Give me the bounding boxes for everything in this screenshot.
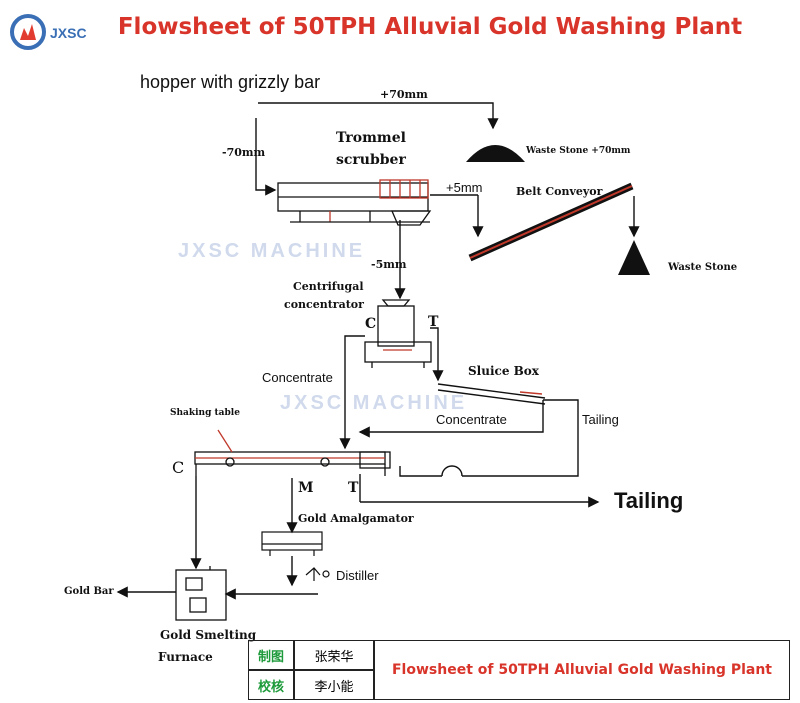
gold-smelting-furnace-drawing <box>175 566 227 621</box>
label-concentrator: concentrator <box>284 298 364 311</box>
label-minus5: -5mm <box>371 258 407 271</box>
title-block-cell-name-1: 张荣华 <box>294 640 374 670</box>
label-centrifugal: Centrifugal <box>293 280 364 293</box>
label-furnace: Furnace <box>158 650 213 664</box>
logo-text: JXSC <box>50 25 87 41</box>
label-concentrate-left: Concentrate <box>262 370 333 385</box>
flow-line-sluice-tailing <box>462 399 579 477</box>
title-block-drawn-label: 制图 <box>257 648 284 664</box>
label-hopper: hopper with grizzly bar <box>140 72 321 92</box>
logo-flame-icon <box>20 24 36 40</box>
gold-amalgamator-drawing <box>261 531 323 556</box>
watermark-1: JXSC MACHINE <box>178 240 366 262</box>
flow-line-t-to-sluice <box>430 327 444 382</box>
title-block-cell-name-2: 李小能 <box>294 670 374 700</box>
title-block-cell-title: Flowsheet of 50TPH Alluvial Gold Washing… <box>374 640 790 700</box>
shaking-table-drawing <box>194 429 391 476</box>
label-table-c: C <box>172 458 185 477</box>
label-distiller: Distiller <box>336 568 379 583</box>
title-block-cell-label-2: 校核 <box>248 670 294 700</box>
flow-line-plus70 <box>258 102 499 130</box>
title-block: 制图 张荣华 校核 李小能 Flowsheet of 50TPH Alluvia… <box>248 640 790 700</box>
trommel-scrubber-drawing <box>277 179 432 226</box>
label-trommel: Trommel <box>336 130 406 146</box>
waste-pile-plus70 <box>466 145 525 162</box>
label-gold-smelting: Gold Smelting <box>160 628 257 642</box>
title-block-drawn-name: 张荣华 <box>314 648 354 664</box>
label-waste-stone-70: Waste Stone +70mm <box>526 146 631 156</box>
label-centrifugal-c: C <box>365 316 377 332</box>
sluice-box-drawing <box>437 383 546 405</box>
label-plus70: +70mm <box>380 88 428 101</box>
label-sluice-box: Sluice Box <box>468 364 539 378</box>
jxsc-logo: JXSC <box>8 12 118 52</box>
label-shaking-table: Shaking table <box>170 408 240 418</box>
title-block-checked-label: 校核 <box>257 678 284 694</box>
label-gold-amalgamator: Gold Amalgamator <box>298 512 414 525</box>
label-tailing-small: Tailing <box>582 412 619 427</box>
label-plus5: +5mm <box>446 180 483 195</box>
label-belt-conveyor: Belt Conveyor <box>516 185 603 198</box>
waste-pile <box>618 240 650 275</box>
label-waste-stone: Waste Stone <box>668 262 738 273</box>
belt-conveyor-drawing <box>468 182 634 262</box>
label-scrubber: scrubber <box>336 152 406 168</box>
flow-line-feed <box>255 118 277 196</box>
flow-line-sluice-concentrate <box>358 400 544 438</box>
label-tailing-big: Tailing <box>614 488 684 513</box>
logo-ring-icon <box>10 14 46 50</box>
label-table-t: T <box>348 480 359 496</box>
flow-line-c-to-table <box>339 335 365 450</box>
title-block-cell-label-1: 制图 <box>248 640 294 670</box>
label-concentrate-sluice: Concentrate <box>436 412 507 427</box>
page-title: Flowsheet of 50TPH Alluvial Gold Washing… <box>117 14 743 40</box>
watermark-2: JXSC MACHINE <box>280 392 468 414</box>
label-gold-bar: Gold Bar <box>64 586 114 597</box>
centrifugal-concentrator-drawing <box>364 299 432 368</box>
label-centrifugal-t: T <box>428 314 439 330</box>
title-block-title: Flowsheet of 50TPH Alluvial Gold Washing… <box>391 662 772 678</box>
label-minus70: -70mm <box>222 146 266 159</box>
title-block-checked-name: 李小能 <box>314 678 354 694</box>
distiller-icon <box>305 567 330 581</box>
label-table-m: M <box>298 480 314 496</box>
